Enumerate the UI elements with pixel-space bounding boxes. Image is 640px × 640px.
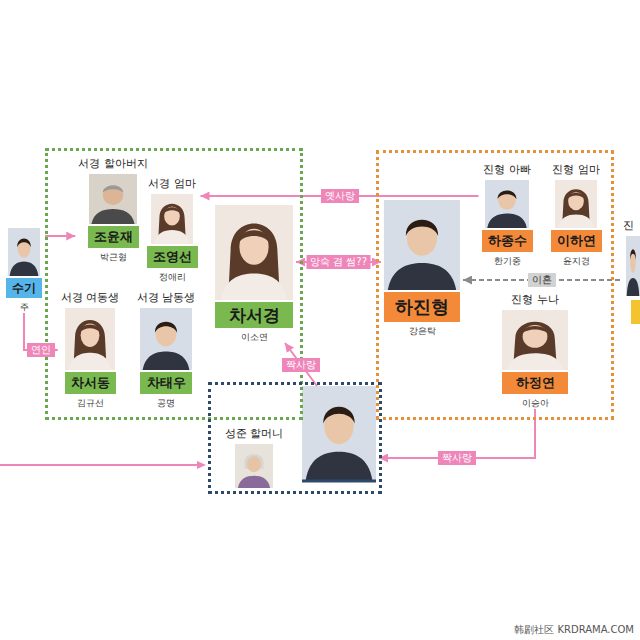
- person-card: 진형 아빠하종수한기중: [479, 162, 536, 267]
- portrait-photo: [215, 205, 293, 300]
- character-name: 수기: [6, 278, 42, 298]
- arrow-head: [197, 461, 206, 469]
- portrait-photo: [384, 200, 460, 290]
- actor-name: 윤지경: [563, 255, 590, 267]
- person-card: 차서경이소연: [212, 205, 296, 343]
- character-name: 조윤재: [88, 226, 139, 248]
- actor-name: 박근형: [100, 251, 127, 263]
- person-card: 서경 엄마조영선정애리: [144, 176, 201, 283]
- photo-slot: [625, 236, 633, 296]
- portrait-photo: [8, 228, 40, 276]
- relation-line-fragment: [0, 464, 198, 466]
- photo-slot: [555, 180, 597, 228]
- role-heading: 진형 엄마: [552, 162, 600, 178]
- character-name: 차태우: [140, 372, 192, 394]
- photo-slot: [215, 205, 293, 300]
- photo-slot: [485, 180, 529, 228]
- role-heading: 서경 엄마: [148, 176, 196, 192]
- portrait-photo: [151, 194, 193, 244]
- character-name: 하정연: [502, 372, 568, 394]
- role-heading: 진형 누나: [511, 292, 559, 308]
- person-card: 진형 엄마이하연윤지경: [548, 162, 605, 267]
- edge-label: 옛사랑: [321, 189, 359, 203]
- photo-slot: [502, 310, 568, 370]
- photo-slot: [302, 386, 376, 480]
- person-card: 수기주: [3, 228, 45, 313]
- family-group: 성준 할머니: [208, 382, 382, 494]
- edge-label: 연인: [27, 343, 55, 357]
- role-heading: 서경 여동생: [61, 290, 120, 306]
- portrait-photo: [235, 444, 273, 488]
- photo-slot: [151, 194, 193, 244]
- role-heading: 서경 남동생: [137, 290, 196, 306]
- actor-name: 공명: [157, 397, 175, 409]
- role-heading: 진: [623, 218, 634, 234]
- family-group: 서경 할아버지조윤재박근형서경 엄마조영선정애리차서경이소연서경 여동생차서동김…: [45, 148, 303, 420]
- person-card: 서경 남동생차태우공명: [134, 290, 199, 409]
- person-card: 성준 할머니: [222, 426, 287, 488]
- actor-name: 강은탁: [409, 325, 436, 337]
- photo-slot: [235, 444, 273, 488]
- portrait-photo: [65, 308, 115, 370]
- name-box-fragment: [631, 300, 640, 324]
- actor-name: 한기중: [494, 255, 521, 267]
- role-heading: 진형 아빠: [483, 162, 531, 178]
- person-card: 진: [620, 218, 637, 296]
- portrait-photo: [502, 310, 568, 370]
- role-heading: 서경 할아버지: [78, 156, 148, 172]
- character-name: 조영선: [147, 246, 198, 268]
- character-name: 하진형: [384, 292, 460, 322]
- portrait-photo: [89, 174, 137, 224]
- portrait-photo: [485, 180, 529, 228]
- person-card: 서경 여동생차서동김규선: [58, 290, 123, 409]
- edge-label: 짝사랑: [438, 451, 476, 465]
- photo-frame: [299, 386, 379, 480]
- relation-connector: [45, 235, 75, 237]
- portrait-photo: [555, 180, 597, 228]
- edge-label: 이혼: [528, 273, 556, 287]
- role-heading: 성준 할머니: [225, 426, 284, 442]
- actor-name: 주: [20, 301, 29, 313]
- person-card: 진형 누나하정연이승아: [499, 292, 571, 409]
- family-group: 진형 아빠하종수한기중진형 엄마이하연윤지경하진형강은탁진형 누나하정연이승아: [376, 150, 614, 420]
- character-name: 이하연: [551, 230, 602, 252]
- photo-slot: [140, 308, 192, 370]
- actor-name: 정애리: [159, 271, 186, 283]
- photo-slot: [65, 308, 115, 370]
- character-name: 차서경: [215, 302, 293, 328]
- person-card: 서경 할아버지조윤재박근형: [75, 156, 151, 263]
- photo-slot: [8, 228, 40, 276]
- actor-name: 김규선: [77, 397, 104, 409]
- portrait-photo: [302, 386, 376, 480]
- character-name: 차서동: [65, 372, 116, 394]
- edge-label: 짝사랑: [282, 358, 320, 372]
- portrait-photo: [626, 236, 640, 296]
- photo-underline: [302, 480, 376, 483]
- watermark: 韩剧社区 KRDRAMA.COM: [514, 623, 634, 636]
- photo-slot: [384, 200, 460, 290]
- person-card: 하진형강은탁: [381, 200, 463, 337]
- photo-slot: [89, 174, 137, 224]
- actor-name: 이승아: [522, 397, 549, 409]
- portrait-photo: [140, 308, 192, 370]
- actor-name: 이소연: [241, 331, 268, 343]
- edge-label: 앙숙 겸 썸??: [306, 255, 371, 269]
- character-name: 하종수: [482, 230, 533, 252]
